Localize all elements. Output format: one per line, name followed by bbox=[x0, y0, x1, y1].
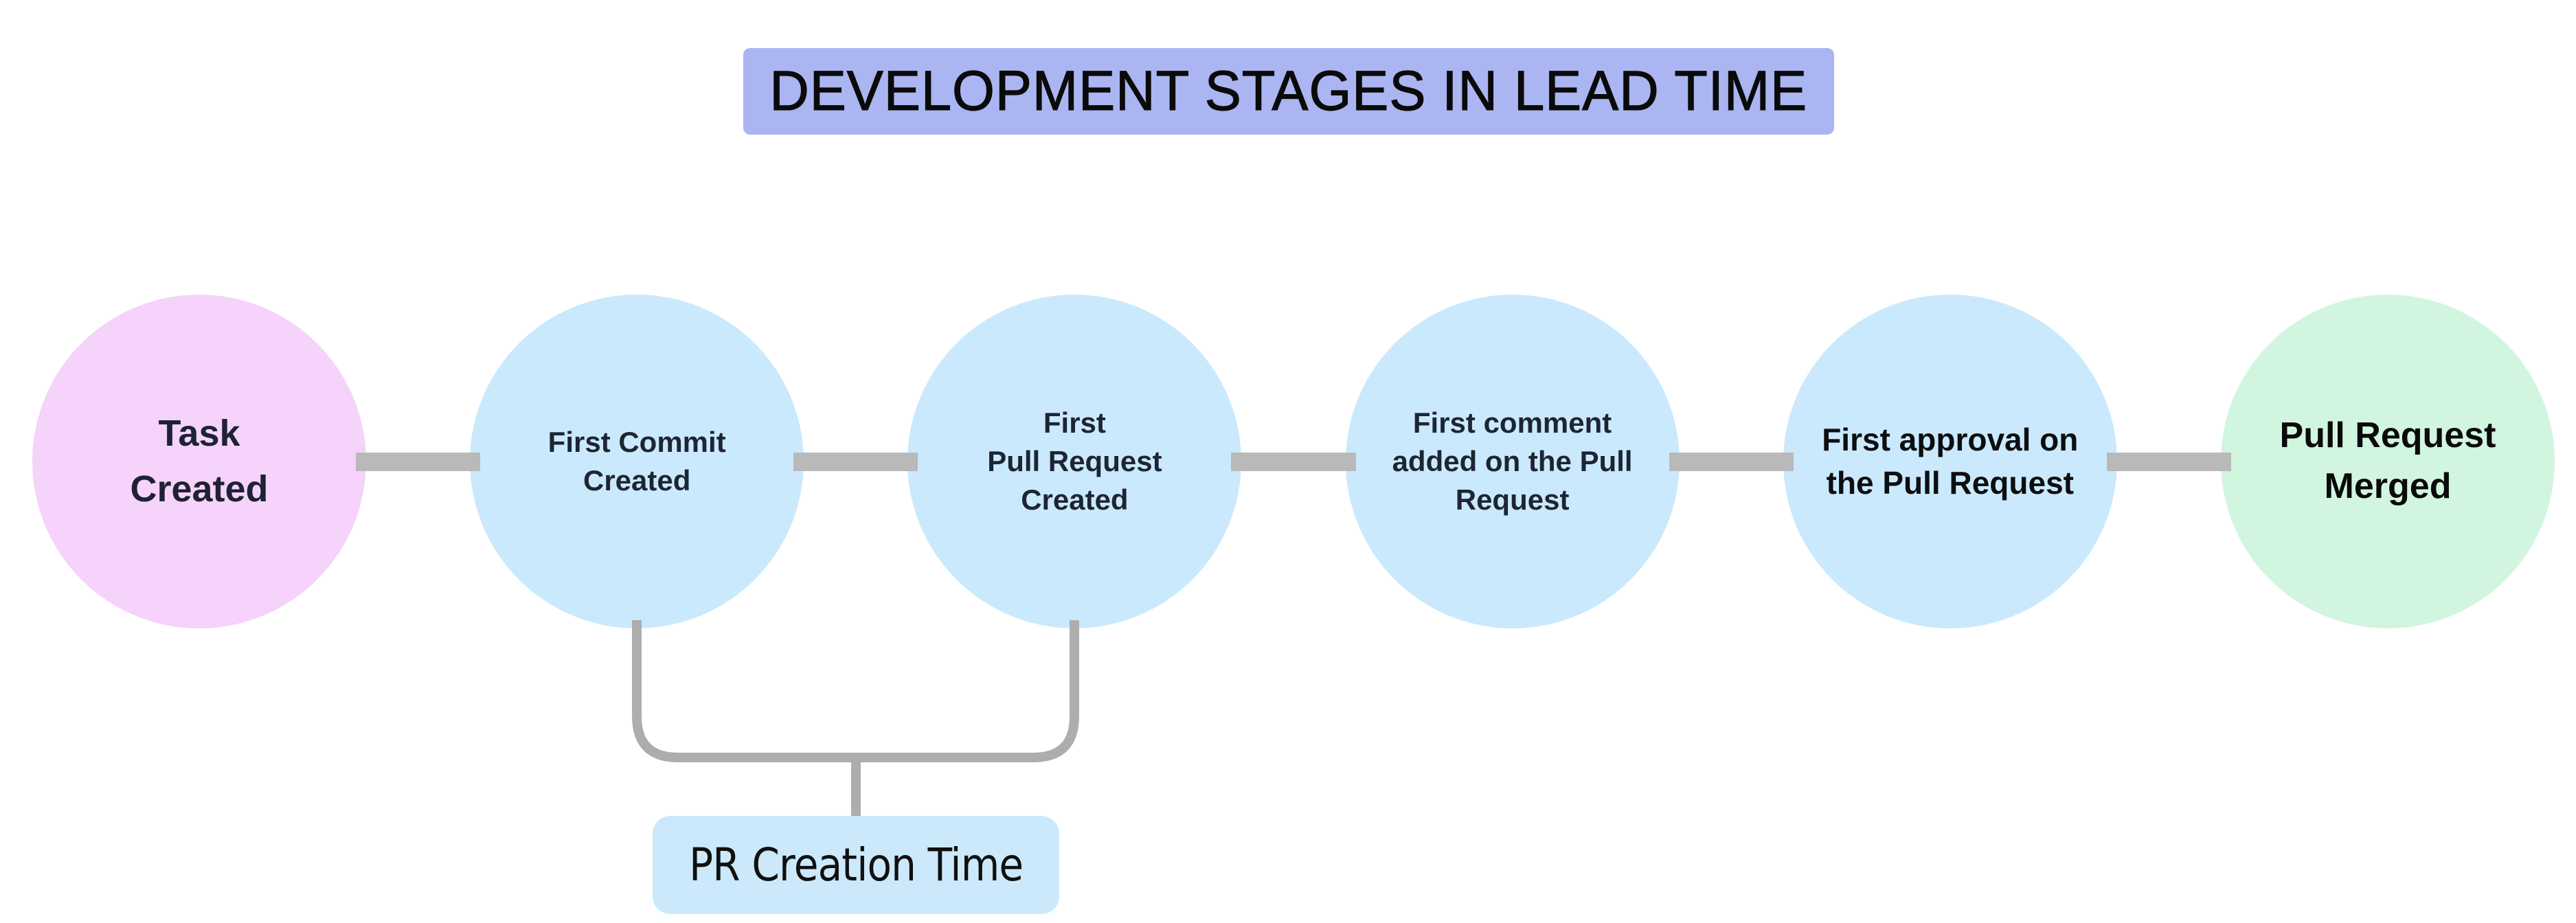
bracket-curve bbox=[632, 620, 1079, 762]
stage-label-line: First bbox=[1043, 407, 1106, 440]
stage-connector bbox=[2106, 453, 2231, 471]
stage-label-line: Created bbox=[130, 468, 269, 510]
stage-connector bbox=[1231, 453, 1356, 471]
pr-creation-time-text: PR Creation Time bbox=[688, 839, 1024, 891]
title-text: DEVELOPMENT STAGES IN LEAD TIME bbox=[769, 59, 1808, 122]
stage-label-line: Created bbox=[1021, 483, 1129, 516]
stage-label-line: Merged bbox=[2324, 466, 2452, 506]
stage-label-line: the Pull Request bbox=[1826, 465, 2074, 501]
stage-circle-5: First approval on the Pull Request bbox=[1783, 295, 2117, 628]
stage-label-line: Task bbox=[158, 413, 240, 454]
stage-label-line: Created bbox=[583, 464, 691, 497]
stage-label-line: First Commit bbox=[547, 426, 726, 459]
pr-creation-time-label: PR Creation Time bbox=[653, 816, 1059, 914]
stage-connector bbox=[356, 453, 481, 471]
stage-label-line: Pull Request bbox=[2279, 415, 2496, 456]
stage-label-line: First approval on bbox=[1822, 421, 2079, 457]
stage-label-line: Request bbox=[1455, 483, 1570, 516]
stage-label-line: added on the Pull bbox=[1392, 445, 1633, 478]
stage-label-line: Pull Request bbox=[987, 445, 1162, 478]
stage-label-line: First comment bbox=[1412, 407, 1612, 440]
stage-connector bbox=[793, 453, 918, 471]
title-banner: DEVELOPMENT STAGES IN LEAD TIME bbox=[743, 48, 1834, 135]
stage-connector bbox=[1669, 453, 1794, 471]
